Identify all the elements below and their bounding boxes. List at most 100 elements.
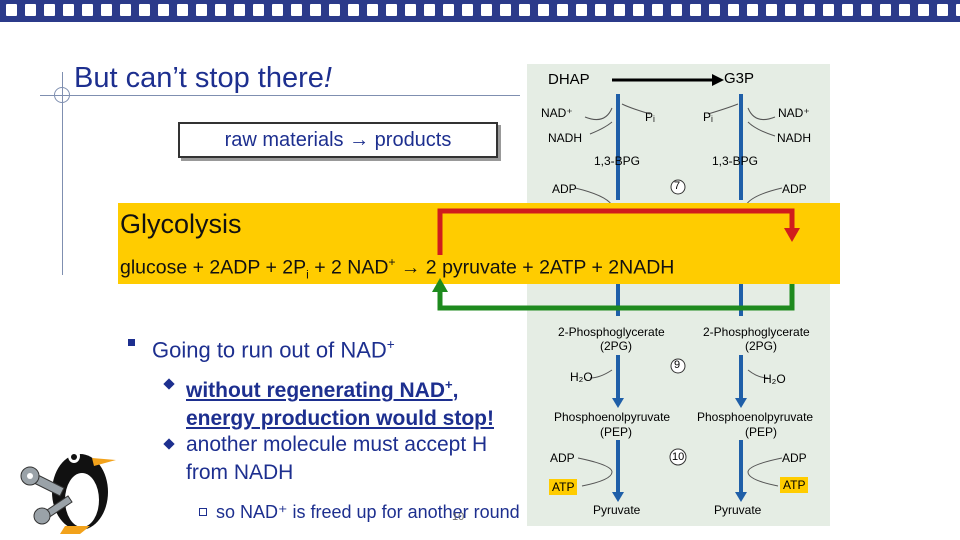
right-nadh-curve <box>747 121 776 137</box>
pep-abbr-right: (PEP) <box>745 425 778 439</box>
bullet-sub2-line2: from NADH <box>186 461 294 484</box>
filmstrip-hole <box>386 4 397 16</box>
step-7-circle <box>670 179 686 195</box>
raw-arrow-icon: → <box>349 129 370 151</box>
left-step9-arrowhead <box>612 398 624 408</box>
products-label: products <box>374 129 452 151</box>
filmstrip-hole <box>880 4 891 16</box>
adp-right-label-2: ADP <box>782 451 807 465</box>
bpg-left-label: 1,3-BPG <box>594 154 641 168</box>
pi-left-label: Pᵢ <box>645 110 655 124</box>
green-arrowhead <box>432 278 448 292</box>
filmstrip-hole <box>253 4 264 16</box>
dhap-label: DHAP <box>548 71 590 88</box>
bullet-sub1-text-b: , <box>452 379 459 402</box>
title-guide-horizontal <box>40 95 520 96</box>
red-arrowhead <box>784 228 800 242</box>
bullet-main: Going to run out of NAD+ <box>152 337 395 363</box>
bullet-sub1-line1: without regenerating NAD+, <box>186 371 494 405</box>
step-9-circle <box>670 358 686 374</box>
top-filmstrip-band <box>0 0 960 22</box>
left-nadh-curve <box>589 121 613 135</box>
pg-abbr-right: (2PG) <box>745 339 778 353</box>
filmstrip-hole <box>956 4 960 16</box>
filmstrip-hole <box>6 4 17 16</box>
filmstrip-hole <box>823 4 834 16</box>
eq-sup-plus: + <box>388 255 396 269</box>
filmstrip-hole <box>861 4 872 16</box>
left-adp-atp-curve <box>577 457 613 487</box>
eq-part-a: glucose + 2ADP + 2P <box>120 256 307 279</box>
left-pi-curve <box>621 103 651 115</box>
filmstrip-hole <box>215 4 226 16</box>
eq-part-b: + 2 NAD <box>308 256 389 279</box>
filmstrip-hole <box>177 4 188 16</box>
bullet-main-sup: + <box>386 337 395 352</box>
adp-left-label-2: ADP <box>550 451 575 465</box>
raw-materials-label: raw materials <box>224 129 344 151</box>
bullet-main-text: Going to run out of NAD <box>152 337 387 363</box>
adp-left-label-1: ADP <box>552 182 577 196</box>
filmstrip-hole <box>462 4 473 16</box>
filmstrip-hole <box>519 4 530 16</box>
filmstrip-hole <box>557 4 568 16</box>
left-step10-arrowhead <box>612 492 624 502</box>
pg-abbr-left: (2PG) <box>600 339 633 353</box>
right-step9-arrowhead <box>735 398 747 408</box>
filmstrip-hole <box>234 4 245 16</box>
filmstrip-hole <box>481 4 492 16</box>
h2o-right-label: H₂O <box>763 372 786 386</box>
pyruvate-left-label: Pyruvate <box>593 503 641 517</box>
glycolysis-heading: Glycolysis <box>120 209 242 239</box>
h2o-left-label: H₂O <box>570 370 593 384</box>
green-arrow-path <box>437 284 795 311</box>
slide-title: But can’t stop there! <box>74 62 332 95</box>
pi-right-label: Pᵢ <box>703 110 713 124</box>
pep-abbr-left: (PEP) <box>600 425 633 439</box>
filmstrip-hole <box>101 4 112 16</box>
filmstrip-hole <box>766 4 777 16</box>
bullet-sub3: so NAD⁺ is freed up for another round <box>216 502 520 522</box>
filmstrip-hole <box>424 4 435 16</box>
step-10-circle <box>669 448 687 466</box>
pep-left-label: Phosphoenolpyruvate <box>554 410 671 424</box>
filmstrip-hole <box>785 4 796 16</box>
bullet-sub1-sup: + <box>445 377 453 392</box>
nadh-right-label: NADH <box>777 131 812 145</box>
filmstrip-hole <box>690 4 701 16</box>
bullet-sub1-line2: energy production would stop! <box>186 407 494 430</box>
filmstrip-hole <box>329 4 340 16</box>
step-7-label: 7 <box>674 180 681 192</box>
right-pi-curve <box>707 103 739 115</box>
filmstrip-hole <box>918 4 929 16</box>
nadh-left-label: NADH <box>548 131 583 145</box>
red-arrow-path <box>437 208 795 255</box>
filmstrip-hole <box>405 4 416 16</box>
glycolysis-band <box>118 203 840 284</box>
filmstrip-hole <box>804 4 815 16</box>
filmstrip-hole <box>614 4 625 16</box>
filmstrip-hole <box>348 4 359 16</box>
right-step10-arrowhead <box>735 492 747 502</box>
filmstrip-hole <box>310 4 321 16</box>
pyruvate-right-label: Pyruvate <box>714 503 762 517</box>
right-nad-curve <box>747 107 776 120</box>
filmstrip-hole <box>576 4 587 16</box>
left-h2o-curve <box>589 369 613 379</box>
filmstrip-hole <box>937 4 948 16</box>
eq-sub-i: i <box>306 267 309 282</box>
filmstrip-hole <box>538 4 549 16</box>
filmstrip-hole <box>728 4 739 16</box>
atp-left-label: ATP <box>549 479 578 495</box>
slide-title-text: But can’t stop there <box>74 62 324 94</box>
bullet-small-square-icon <box>199 508 207 516</box>
filmstrip-hole <box>842 4 853 16</box>
filmstrip-hole <box>500 4 511 16</box>
step-10-label: 10 <box>672 451 685 463</box>
bpg-right-label: 1,3-BPG <box>712 154 759 168</box>
filmstrip-hole <box>272 4 283 16</box>
raw-materials-box: raw materials → products <box>178 122 498 158</box>
adp-right-label-1: ADP <box>782 182 807 196</box>
pg-right-label: 2-Phosphoglycerate <box>703 325 810 339</box>
